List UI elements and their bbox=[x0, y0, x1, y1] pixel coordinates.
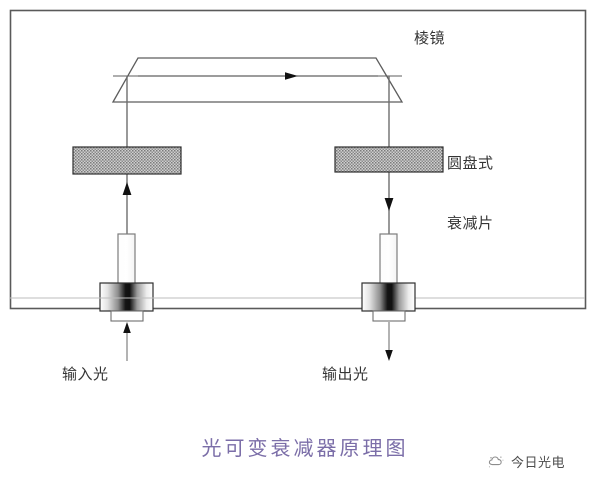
disc-attenuator-label: 圆盘式 衰减片 bbox=[447, 113, 494, 273]
prism-horizontal-beam bbox=[138, 72, 378, 80]
prism-label: 棱镜 bbox=[414, 29, 446, 47]
output-light-label: 输出光 bbox=[322, 365, 369, 383]
disc-attenuator-plate-left bbox=[72, 146, 182, 175]
disc-attenuator-label-line2: 衰减片 bbox=[447, 214, 494, 232]
diagram-outer-frame bbox=[9, 9, 587, 310]
output-light-beam bbox=[385, 322, 393, 361]
input-light-beam bbox=[123, 322, 131, 361]
input-collimator bbox=[10, 233, 585, 322]
input-light-label: 输入光 bbox=[62, 365, 109, 383]
watermark-text: 今日光电 bbox=[511, 456, 566, 471]
figure-caption: 光可变衰减器原理图 bbox=[201, 436, 409, 460]
watermark: 今日光电 bbox=[487, 452, 565, 471]
prism-shape bbox=[111, 57, 404, 103]
disc-attenuator-label-line1: 圆盘式 bbox=[447, 154, 494, 172]
cloud-logo-icon bbox=[488, 456, 504, 468]
output-collimator bbox=[361, 233, 416, 322]
disc-attenuator-plate-right bbox=[334, 146, 444, 173]
